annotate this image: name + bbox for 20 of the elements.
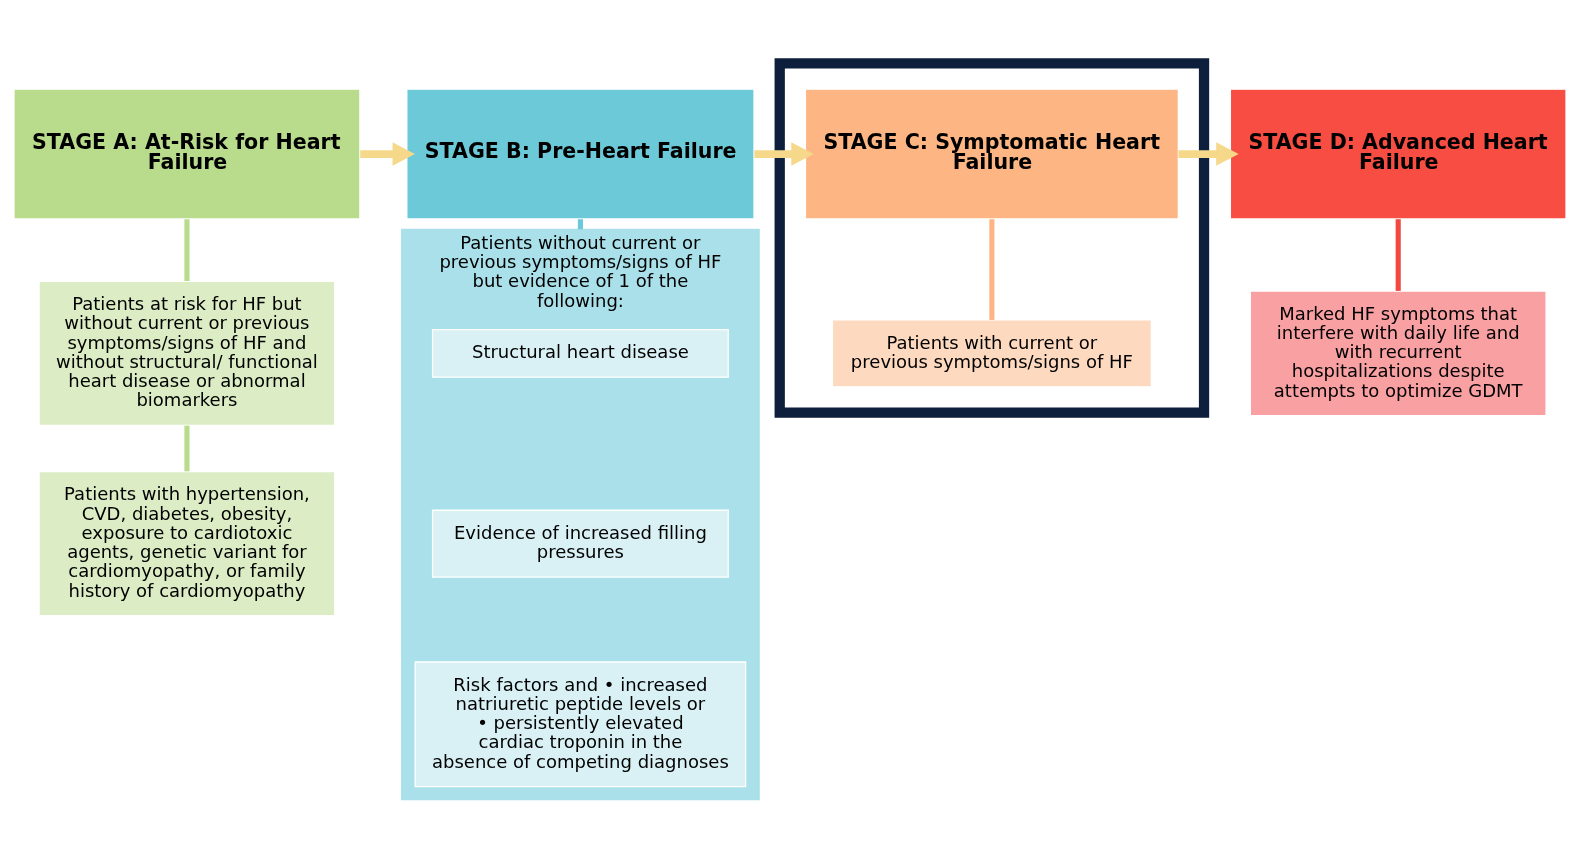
connector	[184, 425, 190, 472]
connector	[577, 219, 583, 230]
node-box: Patients at risk for HF but without current or previous symptoms/signs of HF and without structural/ functional heart disease or abnormal biomarkers	[38, 280, 336, 427]
node-box: Risk factors and • increased natriuretic peptide levels or • persistently elevated cardiac troponin in the absence of competing diagnoses	[414, 661, 747, 788]
arrow	[1178, 142, 1239, 166]
node-box: Patients with current or previous symptoms/signs of HF	[831, 319, 1152, 388]
node-box: Patients with hypertension, CVD, diabetes, obesity, exposure to cardiotoxic agents, genetic variant for cardiomyopathy, or family history of cardiomyopathy	[38, 471, 336, 617]
node-box: STAGE D: Advanced Heart Failure	[1229, 88, 1567, 220]
connector	[1395, 219, 1401, 291]
connector	[184, 219, 190, 282]
arrow	[360, 142, 415, 166]
node-box: Structural heart disease	[431, 328, 729, 378]
node-box: STAGE C: Symptomatic Heart Failure	[804, 88, 1179, 220]
node-box: Evidence of increased filling pressures	[431, 509, 729, 578]
arrow	[754, 142, 814, 166]
cluster	[774, 58, 1210, 418]
node-box: Marked HF symptoms that interfere with daily life and with recurrent hospitalizations despite attempts to optimize GDMT	[1249, 290, 1547, 417]
node-box: STAGE B: Pre-Heart Failure	[406, 88, 755, 220]
node-box: STAGE A: At-Risk for Heart Failure	[13, 88, 361, 220]
connector	[989, 219, 995, 320]
